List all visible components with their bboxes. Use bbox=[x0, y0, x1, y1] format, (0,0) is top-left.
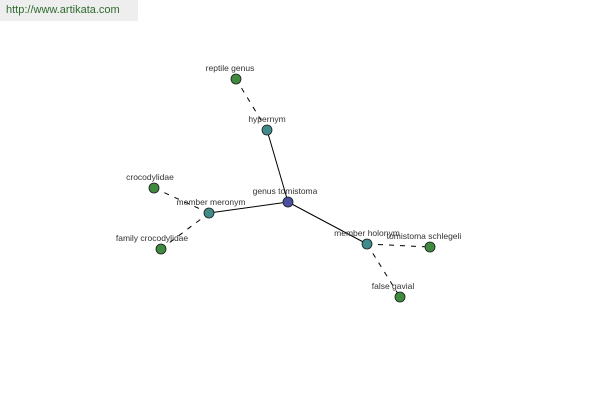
node-label-holonym: member holonym bbox=[334, 228, 400, 238]
edge-meronym-family bbox=[160, 212, 210, 250]
nodes-layer bbox=[148, 73, 436, 303]
node-holonym[interactable] bbox=[361, 238, 373, 250]
node-reptile[interactable] bbox=[230, 73, 242, 85]
node-label-family: family crocodylidae bbox=[116, 233, 189, 243]
node-hypernym[interactable] bbox=[261, 124, 273, 136]
labels-layer: genus tomistoma hypernym member meronym mem… bbox=[116, 63, 462, 291]
node-label-meronym: member meronym bbox=[177, 197, 246, 207]
node-label-hypernym: hypernym bbox=[248, 114, 285, 124]
node-label-reptile: reptile genus bbox=[206, 63, 255, 73]
source-url[interactable]: http://www.artikata.com bbox=[0, 0, 138, 21]
node-label-schlegeli: tomistoma schlegeli bbox=[387, 231, 462, 241]
edge-holonym-schlegeli bbox=[366, 243, 431, 248]
edge-center-hypernym bbox=[266, 129, 289, 203]
node-label-gavial: false gavial bbox=[372, 281, 415, 291]
edge-center-meronym bbox=[208, 201, 289, 214]
node-crocodylidae[interactable] bbox=[148, 182, 160, 194]
edge-center-holonym bbox=[287, 201, 368, 245]
node-schlegeli[interactable] bbox=[424, 241, 436, 253]
node-label-center: genus tomistoma bbox=[253, 186, 318, 196]
node-meronym[interactable] bbox=[203, 207, 215, 219]
node-gavial[interactable] bbox=[394, 291, 406, 303]
edges-layer bbox=[153, 78, 431, 298]
node-label-crocodylidae: crocodylidae bbox=[126, 172, 174, 182]
node-center[interactable] bbox=[282, 196, 294, 208]
node-family[interactable] bbox=[155, 243, 167, 255]
